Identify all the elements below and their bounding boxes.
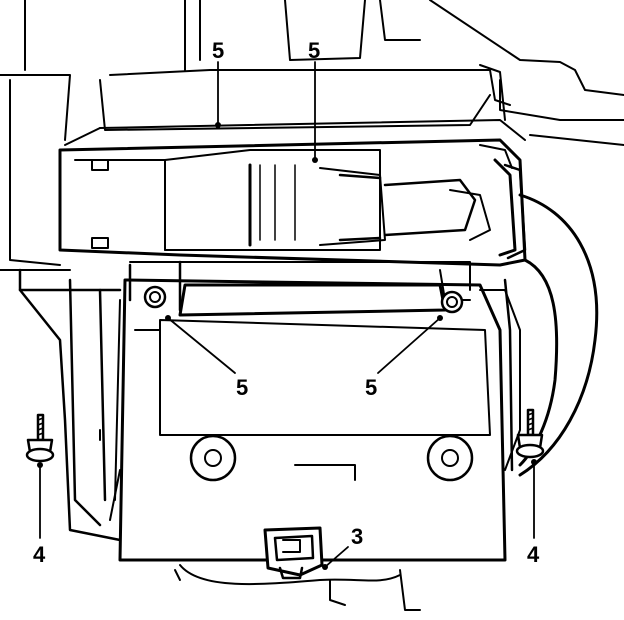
callout-label-5-lower-left: 5 (236, 375, 248, 400)
callout-label-5-top-right: 5 (308, 38, 320, 63)
blower-housing (58, 119, 527, 267)
bolt-left (25, 413, 55, 463)
lower-parts (174, 564, 421, 611)
hose (518, 193, 599, 477)
main-housing (99, 260, 521, 562)
callout-label-3: 3 (351, 524, 363, 549)
callout-label-4-left: 4 (33, 542, 46, 567)
vehicle-body (0, 0, 624, 271)
callout-label-4-right: 4 (527, 542, 540, 567)
callout-label-5-lower-right: 5 (365, 375, 377, 400)
electrical-connector (263, 526, 324, 580)
leader-dots (37, 122, 537, 570)
leader-lines (39, 61, 535, 568)
callout-label-5-top-left: 5 (212, 38, 224, 63)
bolt-right (515, 408, 545, 459)
left-bracket (18, 268, 122, 542)
